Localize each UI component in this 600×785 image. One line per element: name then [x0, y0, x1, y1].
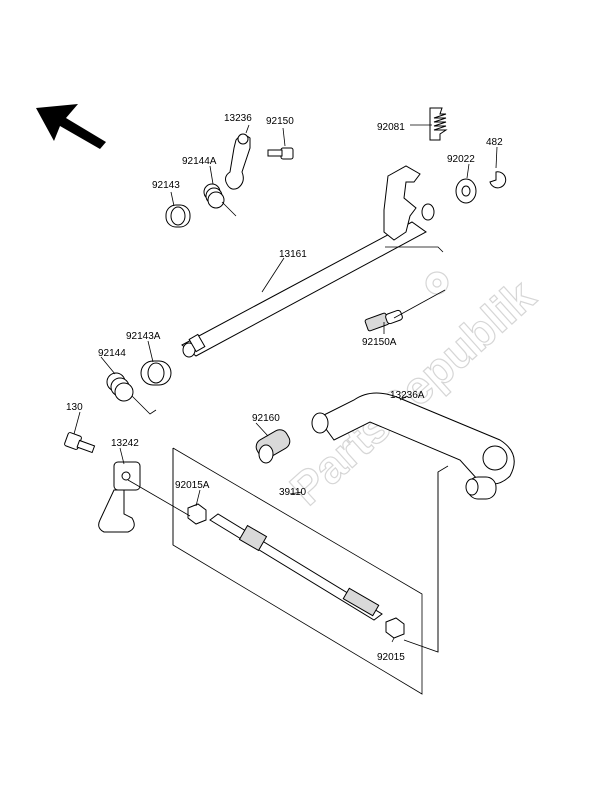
- label-92150: 92150: [266, 116, 294, 127]
- label-92150a: 92150A: [362, 337, 397, 348]
- gear-icon: [425, 271, 449, 295]
- part-92143-collar: [165, 204, 191, 228]
- label-92144a: 92144A: [182, 156, 217, 167]
- front-arrow-icon: [36, 104, 106, 149]
- part-92150a-stud: [364, 309, 403, 332]
- part-92150-bolt: [267, 147, 294, 160]
- part-13236-link-arm: [225, 133, 251, 190]
- label-39110: 39110: [279, 487, 307, 498]
- label-92015: 92015: [377, 652, 405, 663]
- part-92160-rubber: [255, 429, 291, 464]
- label-13236a: 13236A: [390, 390, 425, 401]
- label-92015a: 92015A: [175, 480, 210, 491]
- label-92081: 92081: [377, 122, 405, 133]
- label-482: 482: [486, 137, 503, 148]
- part-92022-washer: [455, 178, 477, 204]
- label-130: 130: [66, 402, 83, 413]
- label-92144: 92144: [98, 348, 126, 359]
- label-92143a: 92143A: [126, 331, 161, 342]
- part-92144-spring: [106, 372, 157, 415]
- label-13161: 13161: [279, 249, 307, 260]
- part-92081-spring: [429, 107, 448, 141]
- part-130-bolt: [64, 432, 96, 454]
- part-39110-tie-rod: [209, 513, 383, 621]
- part-13161-shift-shaft: [181, 165, 435, 358]
- part-92144a-spring: [203, 183, 237, 217]
- leader-lines: [73, 124, 498, 695]
- part-13242-lever: [98, 461, 141, 533]
- part-13236a-pedal: [311, 392, 515, 500]
- label-13236: 13236: [224, 113, 252, 124]
- part-labels: 13236 92150 92081 92144A 92022 482 92143…: [66, 113, 503, 663]
- label-92022: 92022: [447, 154, 475, 165]
- part-482-circlip: [489, 171, 507, 189]
- label-92160: 92160: [252, 413, 280, 424]
- part-92015-nut: [385, 617, 405, 639]
- part-92143a-collar: [140, 360, 172, 386]
- label-13242: 13242: [111, 438, 139, 449]
- label-92143: 92143: [152, 180, 180, 191]
- part-92015a-nut: [187, 503, 207, 525]
